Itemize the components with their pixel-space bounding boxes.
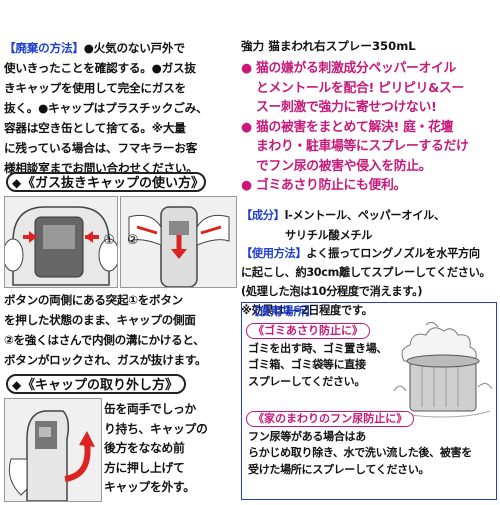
gas-cap-header: ◆ 《ガス抜きキャップの使い方》 (6, 172, 206, 192)
left-column: 【廃棄の方法】●火気のない戸外で 使いきったことを確認する。●ガス抜 きキャップ… (0, 0, 238, 502)
gas-cap-illustration-2: ② (120, 196, 237, 288)
garbage-text: ゴミを出す時、ゴミ置き場、 ゴミ箱、ゴミ袋等に直接 スプレーしてください。 (248, 342, 388, 388)
garbage-bin-icon (393, 321, 493, 418)
gas-cap-illustration-1: ① (2, 196, 120, 288)
house-label: 《家のまわりのフン尿防止に》 (246, 411, 415, 427)
cap-removal-text: 缶を両手でしっか り持ち、キャップの 後方をななめ前 方に押し上げて キャップを… (104, 402, 208, 494)
cap-squeeze-icon (128, 206, 230, 288)
step-number-2: ② (127, 233, 139, 248)
bullet-icon: ● (241, 178, 252, 193)
cap-removal-illustration (4, 398, 102, 502)
gas-cap-caption: ボタンの両側にある突起①をボタン を押した状態のまま、キャップの側面 ②を強くは… (4, 293, 207, 367)
house-text: フン尿等がある場合はあ らかじめ取り除き、水で洗い流した後、被害を 受けた場所に… (248, 430, 472, 476)
ingredients-label: 【成分】 (241, 209, 285, 222)
disposal-tag: 【廃棄の方法】 (4, 41, 84, 55)
cap-remove-icon (8, 410, 95, 502)
usage-instructions: 【使用方法】よく振ってロングノズルを水平方向 に起こし、約30cm離してスプレー… (241, 247, 491, 317)
cap-press-icon (2, 206, 120, 286)
diamond-marker: ◆ (12, 176, 22, 190)
diamond-marker: ◆ (12, 378, 22, 392)
step-number-1: ① (103, 233, 115, 248)
cap-removal-header: ◆ 《キャップの取り外し方》 (6, 374, 186, 394)
usage-label: 【使用方法】 (241, 247, 307, 260)
bullet-icon: ● (241, 119, 252, 135)
usage-locations-header: 【使用場所】 (248, 304, 317, 318)
product-title: 強力 猫まわれ右スプレー350mL (241, 39, 416, 53)
right-column: 強力 猫まわれ右スプレー350mL ●猫の嫌がる刺激成分ペッパーオイル とメント… (241, 0, 500, 500)
bullet-icon: ● (241, 61, 252, 76)
disposal-instructions: 【廃棄の方法】●火気のない戸外で 使いきったことを確認する。●ガス抜 きキャップ… (4, 41, 208, 175)
feature-bullets: ●猫の嫌がる刺激成分ペッパーオイル とメントールを配合! ピリピリ&スー スー刺… (241, 59, 497, 196)
usage-locations-box: 【使用場所】 《ゴミあさり防止に》 ゴミを出す時、ゴミ置き場、 ゴミ箱、ゴミ袋等… (241, 302, 497, 500)
garbage-label: 《ゴミあさり防止に》 (246, 323, 370, 339)
ingredients: 【成分】l-メントール、ペッパーオイル、 サリチル酸メチル (241, 209, 445, 242)
